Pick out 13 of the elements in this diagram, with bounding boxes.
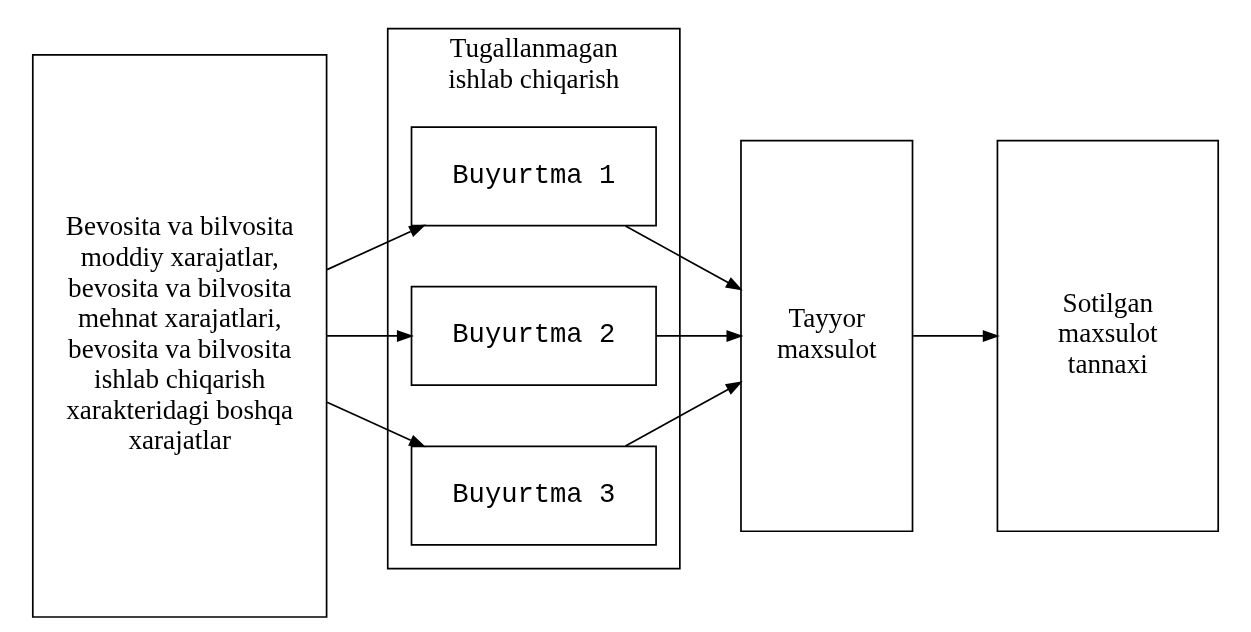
arrow <box>326 401 427 448</box>
arrow <box>912 330 1000 342</box>
arrow <box>655 330 744 342</box>
node-box: Tayyor maxsulot <box>740 139 914 533</box>
node-box: Buyurtma 2 <box>410 285 657 387</box>
node-box: Bevosita va bilvosita moddiy xarajatlar, bevosita va bilvosita mehnat xarajatlari, bevosita va bilvosita ishlab chiqarish xarakteridagi boshqa xarajatlar <box>31 54 328 618</box>
arrow <box>326 224 427 271</box>
arrow <box>326 330 414 342</box>
node-box: Buyurtma 3 <box>410 445 657 546</box>
node-box: Buyurtma 1 <box>410 126 657 227</box>
arrow <box>624 225 743 291</box>
node-box: Sotilgan maxsulot tannaxi <box>996 139 1220 533</box>
arrow <box>624 381 743 447</box>
